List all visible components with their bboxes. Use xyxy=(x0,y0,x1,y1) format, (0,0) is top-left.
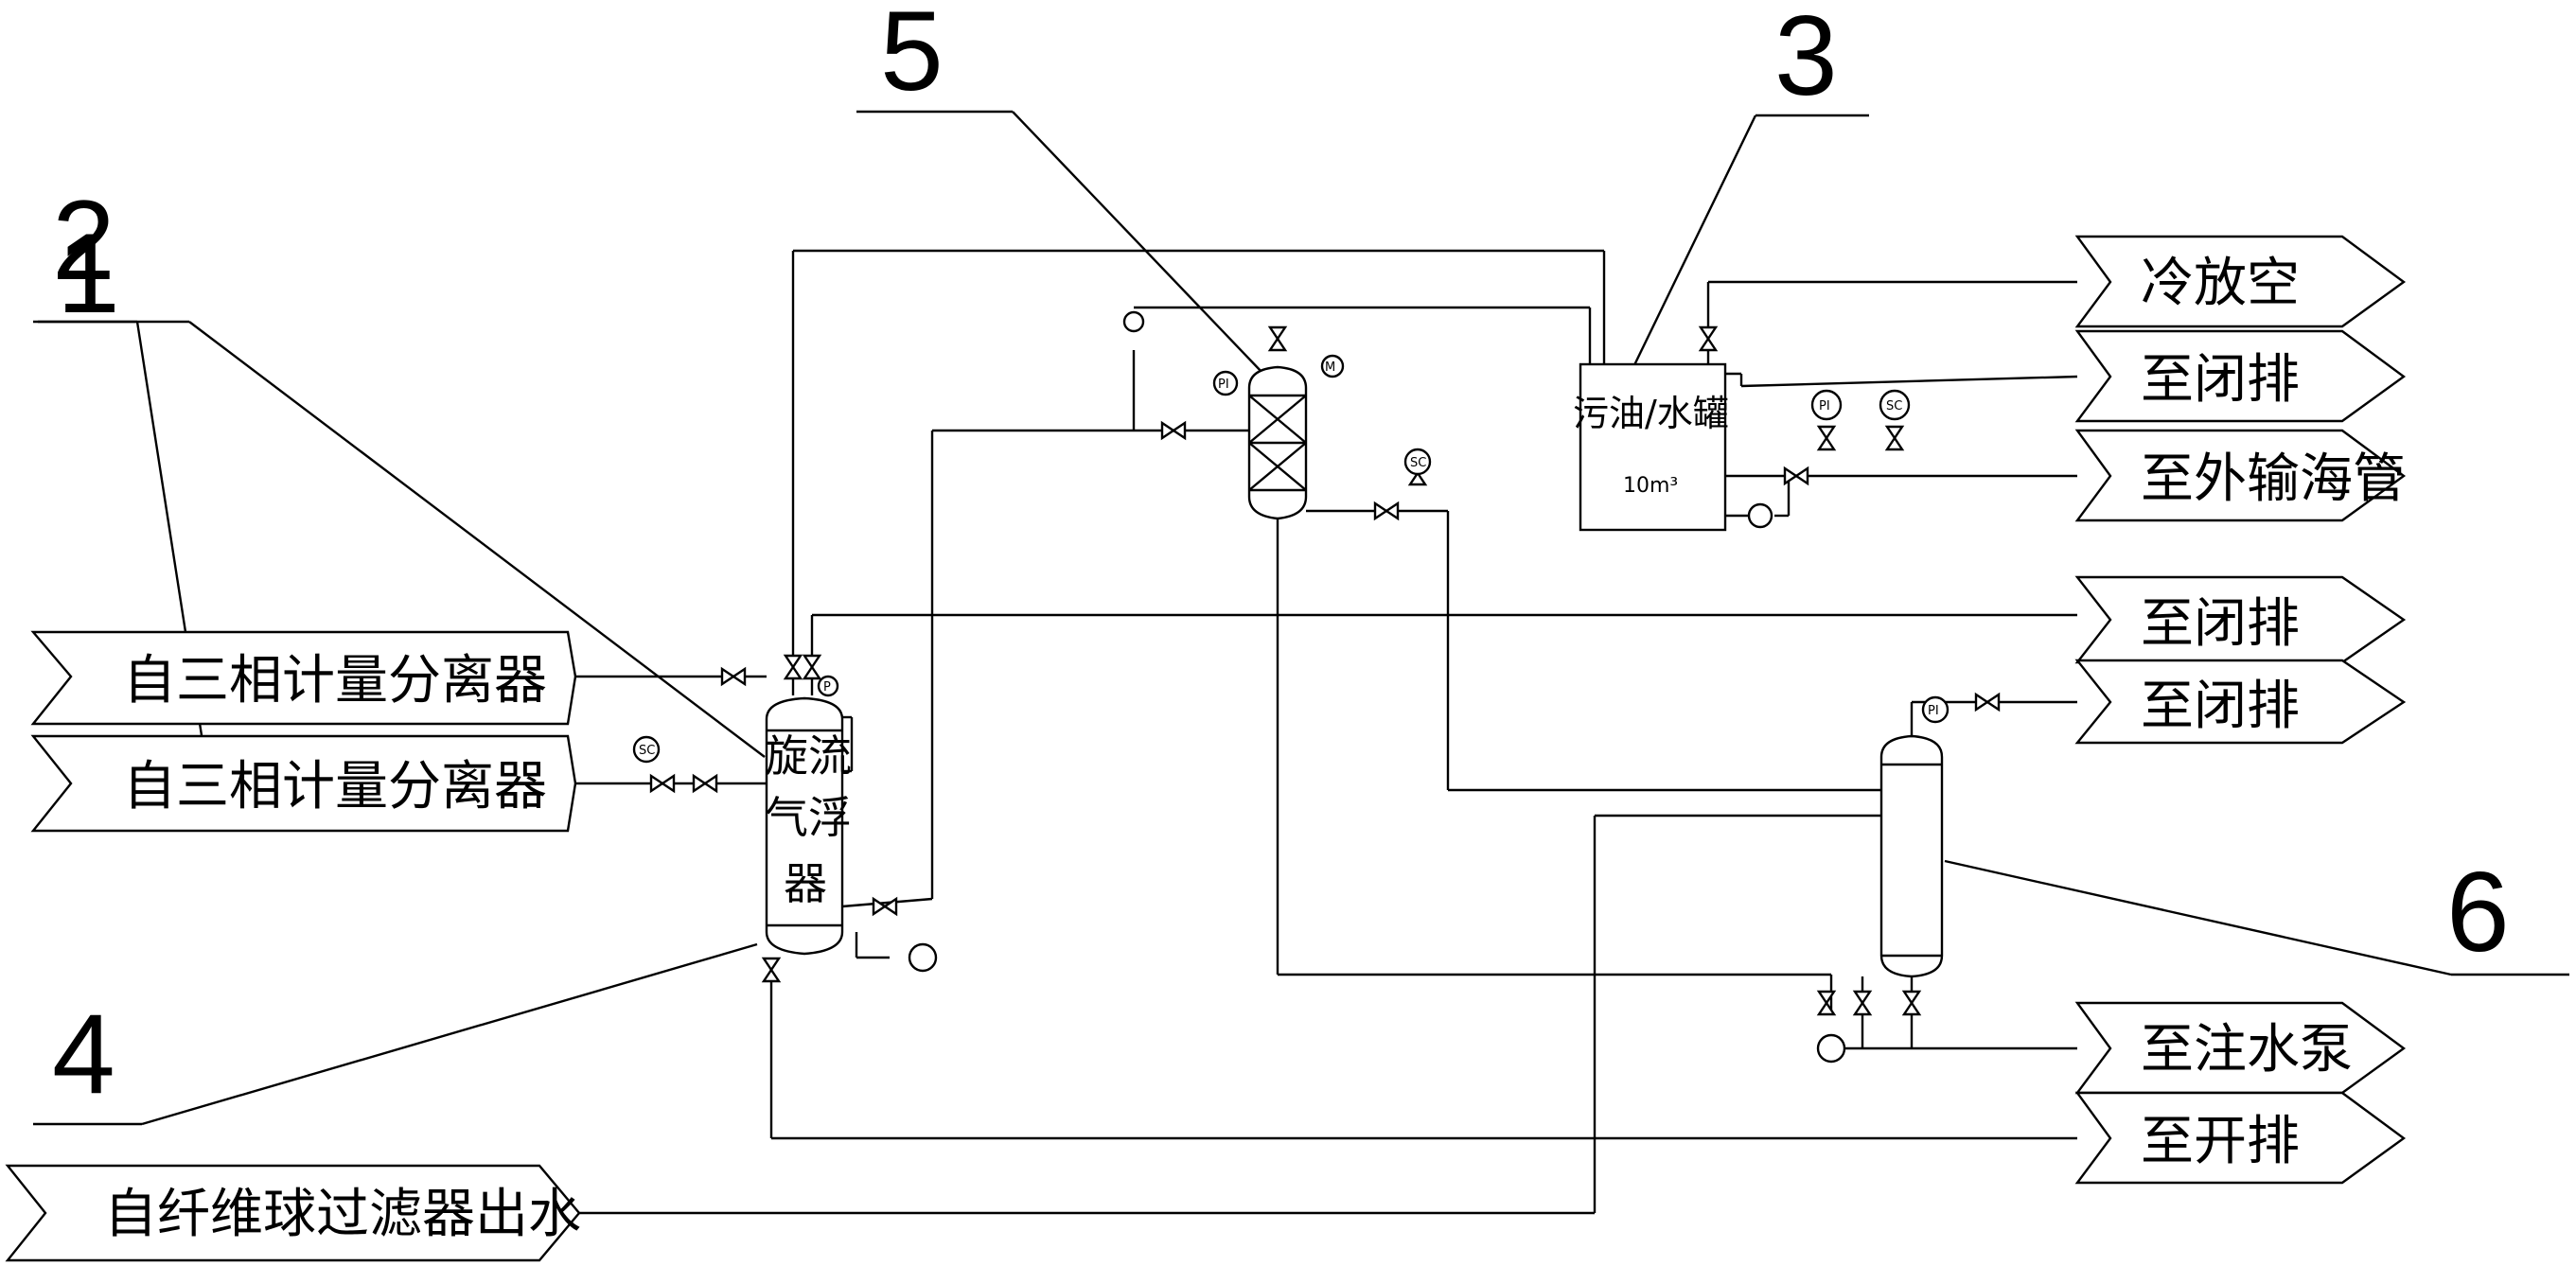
svg-text:SC: SC xyxy=(639,744,655,758)
output-label-open-drain: 至开排 xyxy=(2141,1111,2300,1172)
output-label-closed-drain-1: 至闭排 xyxy=(2141,349,2300,411)
callout-number-2: 2 xyxy=(52,177,115,304)
vessel-6 xyxy=(1879,734,1944,978)
input-arrow-separator-b: 自三相计量分离器 xyxy=(30,734,577,833)
pump-injection xyxy=(1816,1033,1846,1064)
svg-text:M: M xyxy=(1325,360,1335,375)
instrument-sc-tank: SC xyxy=(1879,389,1911,421)
output-arrow-cold-vent: 冷放空 xyxy=(2074,235,2407,328)
output-label-injection-pump: 至注水泵 xyxy=(2141,1019,2353,1081)
instrument-sc-inlet: SC xyxy=(632,735,661,764)
instrument-sc-filter: SC xyxy=(1403,448,1432,476)
tank-volume: 10m³ xyxy=(1623,474,1678,498)
pump-tank-outlet xyxy=(1747,502,1773,529)
tank-name: 污油/水罐 xyxy=(1573,393,1729,434)
output-arrow-injection-pump: 至注水泵 xyxy=(2074,1001,2407,1095)
svg-text:PI: PI xyxy=(1819,399,1830,413)
input-label-separator-b: 自三相计量分离器 xyxy=(123,756,547,818)
instrument-m-filter: M xyxy=(1320,354,1345,378)
callout-number-4: 4 xyxy=(52,991,115,1117)
flotation-label-line3: 器 xyxy=(784,858,827,909)
pumps xyxy=(908,310,1846,1064)
valves xyxy=(649,325,2001,1016)
input-label-separator-a: 自三相计量分离器 xyxy=(123,650,547,712)
instruments: SC P PI M SC PI SC PI xyxy=(632,354,1950,764)
callout-2: 2 xyxy=(38,177,766,758)
callout-number-3: 3 xyxy=(1774,0,1838,119)
instrument-pi-filter: PI xyxy=(1212,370,1239,396)
svg-text:P: P xyxy=(823,680,831,695)
output-arrow-subsea-pipe: 至外输海管 xyxy=(2074,429,2407,522)
output-arrow-closed-drain-2: 至闭排 xyxy=(2074,575,2407,664)
instrument-pi-vessel6: PI xyxy=(1921,695,1950,724)
callout-1: 1 xyxy=(33,210,205,748)
instrument-pi-tank: PI xyxy=(1810,389,1843,421)
output-arrow-closed-drain-3: 至闭排 xyxy=(2074,659,2407,745)
input-label-fiber-filter: 自纤维球过滤器出水 xyxy=(104,1184,581,1245)
pump-flotation-outlet xyxy=(908,942,938,973)
output-arrow-closed-drain-1: 至闭排 xyxy=(2074,329,2407,423)
instrument-p-vessel: P xyxy=(817,675,839,697)
callout-6: 6 xyxy=(1944,849,2569,976)
output-label-closed-drain-3: 至闭排 xyxy=(2141,676,2300,737)
callout-number-5: 5 xyxy=(880,0,944,114)
callout-number-6: 6 xyxy=(2446,849,2510,976)
coalescer-filter-vessel xyxy=(1247,365,1308,520)
input-arrow-separator-a: 自三相计量分离器 xyxy=(30,630,577,726)
flotation-label-line2: 气浮 xyxy=(765,792,852,843)
callout-4: 4 xyxy=(33,942,758,1126)
pressure-control-valve xyxy=(1122,310,1145,333)
svg-text:PI: PI xyxy=(1928,704,1939,718)
output-arrow-open-drain: 至开排 xyxy=(2074,1091,2407,1185)
svg-text:PI: PI xyxy=(1218,378,1229,392)
svg-text:SC: SC xyxy=(1886,399,1902,413)
input-arrow-fiber-filter: 自纤维球过滤器出水 xyxy=(5,1164,581,1262)
output-label-subsea-pipe: 至外输海管 xyxy=(2141,448,2406,510)
flotation-label-line1: 旋流 xyxy=(765,730,852,782)
cyclone-flotation-vessel: 旋流 气浮 器 xyxy=(765,696,854,956)
output-label-closed-drain-2: 至闭排 xyxy=(2141,593,2300,655)
callout-3: 3 xyxy=(1631,0,1869,370)
slop-oil-water-tank: 污油/水罐 10m³ xyxy=(1573,362,1729,532)
output-label-cold-vent: 冷放空 xyxy=(2141,253,2300,314)
callout-5: 5 xyxy=(856,0,1264,375)
svg-text:SC: SC xyxy=(1410,456,1426,470)
callout-number-1: 1 xyxy=(57,210,120,337)
